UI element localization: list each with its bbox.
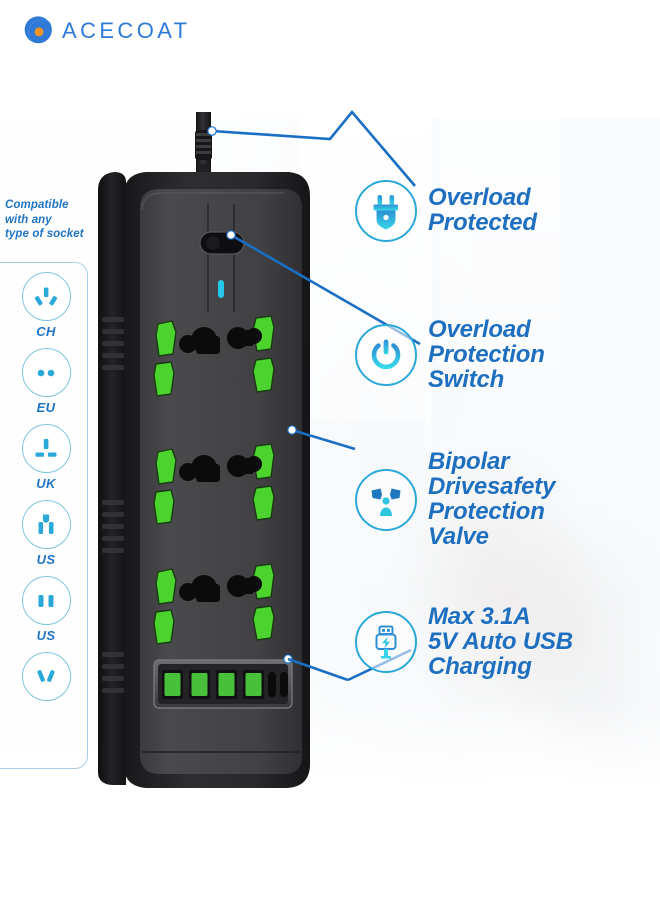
power-switch[interactable] [199, 231, 245, 255]
feature-label-usb-charging: Max 3.1A 5V Auto USB Charging [428, 603, 573, 680]
socket-ch-icon [21, 272, 71, 321]
feature-line: Drivesafety [428, 472, 556, 500]
socket-label-us-2pin: US [36, 628, 56, 643]
feature-overload-protection-switch: Overload Protection Switch [355, 316, 545, 393]
power-strip-side-ribs [102, 317, 124, 693]
feature-label-overload-protection-switch: Overload Protection Switch [428, 316, 545, 393]
socket-item-au [6, 652, 86, 709]
socket-item-uk: UK [6, 424, 86, 496]
power-strip-product-image [98, 112, 310, 788]
led-indicator [218, 280, 224, 298]
feature-line: Protection [428, 497, 545, 525]
power-strip-left-edge [98, 172, 126, 785]
feature-overload-protected: Overload Protected [355, 180, 537, 242]
feature-usb-charging: Max 3.1A 5V Auto USB Charging [355, 603, 573, 680]
brand-logo: ACECOAT [22, 15, 191, 46]
socket-label-uk: UK [36, 476, 56, 491]
feature-line: Valve [428, 522, 489, 550]
socket-us-3pin-icon [21, 500, 71, 549]
usb-bolt-icon [355, 611, 417, 674]
socket-item-ch: CH [6, 272, 86, 344]
power-button-icon [355, 324, 417, 387]
socket-us-2pin-icon [21, 576, 71, 625]
outlet-5[interactable] [153, 568, 220, 645]
feature-line: Switch [428, 365, 505, 393]
feature-label-overload-protected: Overload Protected [428, 184, 537, 236]
feature-bipolar-drivesafety-protection-valve: Bipolar Drivesafety Protection Valve [355, 448, 556, 550]
face-highlight [141, 192, 284, 211]
compatibility-title-line-2: with any [5, 213, 52, 226]
socket-label-us-3pin: US [36, 552, 56, 567]
feature-line: Overload [428, 184, 531, 212]
feature-line: Overload [428, 316, 531, 343]
outlet-4[interactable] [227, 443, 275, 521]
socket-item-us-3pin: US [6, 500, 86, 572]
feature-line: Max 3.1A [428, 603, 531, 630]
safety-shutter-icon [355, 468, 417, 531]
socket-uk-icon [21, 424, 71, 473]
socket-type-list: CH EU UK [6, 272, 86, 713]
outlet-1[interactable] [153, 320, 220, 397]
feature-label-bipolar-drivesafety-protection-valve: Bipolar Drivesafety Protection Valve [428, 448, 556, 550]
feature-line: Protection [428, 340, 545, 368]
usb-a-ports[interactable] [162, 670, 264, 699]
acecoat-circle-logo-icon [24, 16, 52, 44]
feature-line: Charging [428, 652, 532, 680]
feature-line: Protected [428, 209, 537, 236]
plug-icon [355, 180, 417, 242]
usb-c-ports[interactable] [268, 672, 288, 697]
socket-label-ch: CH [36, 324, 56, 339]
socket-label-eu: EU [36, 400, 56, 415]
compatibility-title: Compatible with any type of socket [5, 198, 109, 242]
compatibility-title-line-1: Compatible [5, 199, 69, 211]
socket-item-us-2pin: US [6, 576, 86, 648]
feature-line: Bipolar [428, 448, 510, 475]
brand-name: ACECOAT [62, 17, 191, 43]
socket-item-eu: EU [6, 348, 86, 420]
socket-au-icon [21, 652, 71, 701]
compatibility-title-line-3: type of socket [5, 228, 84, 241]
socket-eu-icon [21, 348, 71, 397]
feature-line: 5V Auto USB [428, 627, 573, 655]
outlet-6[interactable] [227, 563, 275, 641]
outlet-3[interactable] [153, 448, 220, 525]
usb-port-panel[interactable] [153, 659, 293, 709]
